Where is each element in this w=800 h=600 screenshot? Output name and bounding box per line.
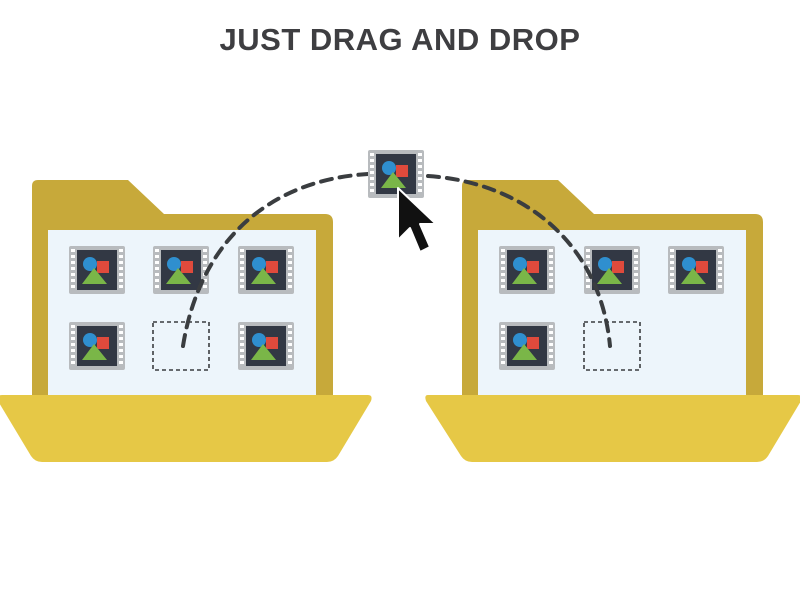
video-file-icon[interactable]	[499, 246, 555, 294]
video-file-icon[interactable]	[69, 246, 125, 294]
dragged-video-file-icon[interactable]	[368, 150, 424, 198]
video-file-icon[interactable]	[69, 322, 125, 370]
mouse-pointer-icon	[397, 187, 437, 253]
target-folder[interactable]	[425, 180, 800, 462]
source-folder-front	[0, 395, 372, 462]
target-folder-front	[425, 395, 800, 462]
source-folder[interactable]	[0, 180, 372, 462]
page-title: JUST DRAG AND DROP	[219, 22, 581, 57]
video-file-icon[interactable]	[238, 246, 294, 294]
empty-slot-placeholder	[583, 321, 641, 371]
drag-path-arc	[181, 172, 612, 348]
video-file-icon[interactable]	[238, 322, 294, 370]
video-file-icon[interactable]	[668, 246, 724, 294]
video-file-icon[interactable]	[499, 322, 555, 370]
empty-slot-placeholder	[152, 321, 210, 371]
video-file-icon[interactable]	[584, 246, 640, 294]
